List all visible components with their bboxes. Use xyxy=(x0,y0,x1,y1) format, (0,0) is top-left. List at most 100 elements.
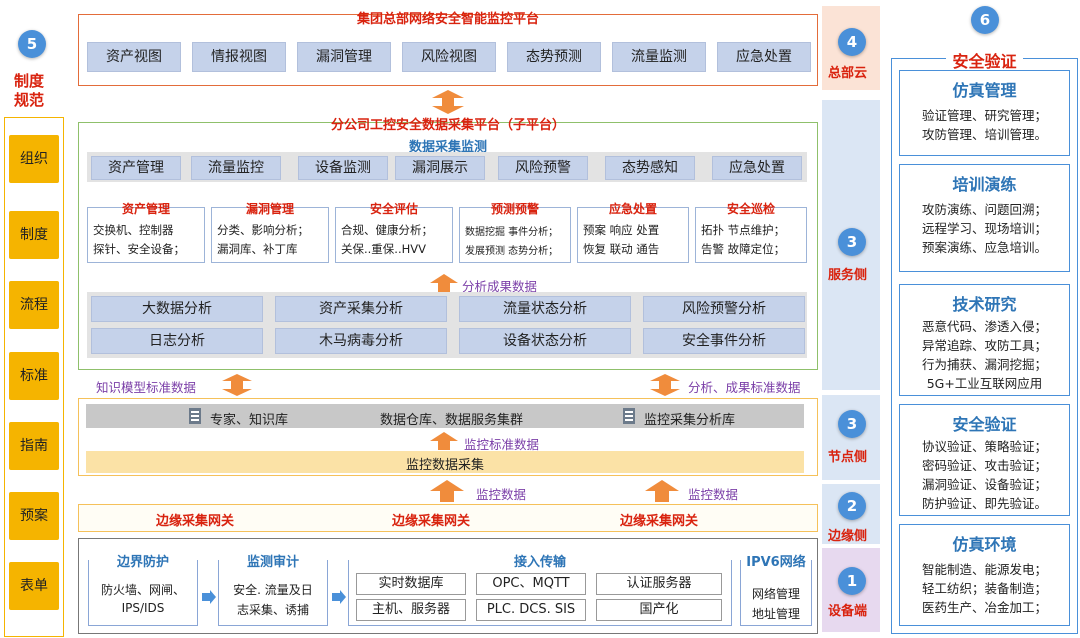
sub-emergency-title: 应急处置 xyxy=(608,202,657,216)
device-boundary-line1: 防火墙、网闸、 xyxy=(100,583,185,597)
device-ipv6-line2: 地址管理 xyxy=(751,607,800,621)
left-item-plan[interactable]: 预案 xyxy=(9,492,59,540)
hq-btn-intel-view[interactable]: 情报视图 xyxy=(192,42,286,72)
card-training-line3: 预案演练、应急培训。 xyxy=(921,240,1047,255)
left-item-guide[interactable]: 指南 xyxy=(9,422,59,470)
database-icon-right xyxy=(623,408,635,424)
branch-btn-emergency[interactable]: 应急处置 xyxy=(712,156,802,180)
card-sim-env-line2: 轻工纺织；装备制造； xyxy=(921,581,1047,596)
branch-btn-device[interactable]: 设备监测 xyxy=(298,156,388,180)
analysis-log[interactable]: 日志分析 xyxy=(91,328,263,354)
sub-vuln-mgmt-line2: 漏洞库、补丁库 xyxy=(217,242,298,256)
up-arrow-edge-2 xyxy=(645,480,679,502)
edge-gateway-3[interactable]: 边缘采集网关 xyxy=(620,514,699,529)
sub-security-eval-line1: 合规、健康分析； xyxy=(341,223,433,237)
access-opc-mqtt[interactable]: OPC、MQTT xyxy=(476,573,586,595)
circle-5: 5 xyxy=(18,30,46,58)
card-research-line4: 5G+工业互联网应用 xyxy=(926,376,1043,391)
sub-emergency-line2: 恢复 联动 通告 xyxy=(583,242,660,256)
node-right-label: 分析、成果标准数据 xyxy=(688,380,801,395)
circle-1: 1 xyxy=(838,567,866,595)
analysis-trojan[interactable]: 木马病毒分析 xyxy=(275,328,447,354)
card-verification: 安全验证 协议验证、策略验证； 密码验证、攻击验证； 漏洞验证、设备验证； 防护… xyxy=(899,404,1070,516)
left-item-system[interactable]: 制度 xyxy=(9,211,59,259)
double-arrow-hq-branch xyxy=(432,90,464,114)
node-bar-right: 监控采集分析库 xyxy=(644,413,736,428)
sub-forecast-line1: 数据挖掘 事件分析； xyxy=(465,227,559,238)
node-std-label: 监控标准数据 xyxy=(464,437,540,452)
result-label: 分析成果数据 xyxy=(462,279,538,294)
hq-btn-traffic[interactable]: 流量监测 xyxy=(612,42,706,72)
node-bar-left: 专家、知识库 xyxy=(210,413,289,428)
card-training-line2: 远程学习、现场培训； xyxy=(921,221,1047,236)
sub-emergency: 应急处置 预案 响应 处置 恢复 联动 通告 xyxy=(577,202,689,263)
analysis-event[interactable]: 安全事件分析 xyxy=(643,328,805,354)
analysis-risk[interactable]: 风险预警分析 xyxy=(643,296,805,322)
edge-arrow-label-1: 监控数据 xyxy=(476,487,527,502)
sub-emergency-line1: 预案 响应 处置 xyxy=(583,223,660,237)
card-research-line3: 行为捕获、漏洞挖掘； xyxy=(921,357,1047,372)
side-label-edge: 边缘侧 xyxy=(828,529,868,544)
device-access-title: 接入传输 xyxy=(349,551,731,570)
card-training-line1: 攻防演练、问题回溯； xyxy=(921,202,1047,217)
hq-btn-emergency[interactable]: 应急处置 xyxy=(717,42,811,72)
device-audit-line1: 安全. 流量及日 xyxy=(233,583,313,597)
hq-platform-box xyxy=(78,14,818,86)
left-item-process[interactable]: 流程 xyxy=(9,281,59,329)
hq-btn-situation[interactable]: 态势预测 xyxy=(507,42,601,72)
up-arrow-edge-1 xyxy=(430,480,464,502)
left-title-line2: 规范 xyxy=(14,91,45,109)
edge-gateway-1[interactable]: 边缘采集网关 xyxy=(156,514,235,529)
side-label-device: 设备端 xyxy=(828,604,868,619)
left-item-org[interactable]: 组织 xyxy=(9,135,59,183)
side-label-node: 节点侧 xyxy=(828,450,868,465)
branch-btn-risk[interactable]: 风险预警 xyxy=(498,156,588,180)
hq-btn-vuln-mgmt[interactable]: 漏洞管理 xyxy=(297,42,391,72)
device-audit-box: 监测审计 安全. 流量及日 志采集、诱捕 xyxy=(218,551,328,626)
sub-forecast-title: 预测预警 xyxy=(490,202,539,216)
node-left-label: 知识模型标准数据 xyxy=(96,380,197,395)
double-arrow-right xyxy=(650,374,680,396)
branch-btn-situation[interactable]: 态势感知 xyxy=(605,156,695,180)
device-boundary-title: 边界防护 xyxy=(89,551,197,570)
analysis-traffic[interactable]: 流量状态分析 xyxy=(459,296,631,322)
hq-btn-asset-view[interactable]: 资产视图 xyxy=(87,42,181,72)
analysis-bigdata[interactable]: 大数据分析 xyxy=(91,296,263,322)
sub-inspection-title: 安全巡检 xyxy=(726,202,775,216)
circle-3a: 3 xyxy=(838,228,866,256)
access-host-server[interactable]: 主机、服务器 xyxy=(356,599,466,621)
card-sim-env-line3: 医药生产、冶金加工； xyxy=(921,600,1047,615)
access-domestic[interactable]: 国产化 xyxy=(596,599,722,621)
analysis-asset[interactable]: 资产采集分析 xyxy=(275,296,447,322)
branch-btn-traffic[interactable]: 流量监控 xyxy=(191,156,281,180)
branch-btn-vuln[interactable]: 漏洞展示 xyxy=(395,156,485,180)
analysis-device[interactable]: 设备状态分析 xyxy=(459,328,631,354)
access-realtime-db[interactable]: 实时数据库 xyxy=(356,573,466,595)
access-plc-dcs-sis[interactable]: PLC. DCS. SIS xyxy=(476,599,586,621)
hq-btn-risk-view[interactable]: 风险视图 xyxy=(402,42,496,72)
card-research-line2: 异常追踪、攻防工具； xyxy=(921,338,1047,353)
device-audit-line2: 志采集、诱捕 xyxy=(236,603,309,617)
left-title-line1: 制度 xyxy=(14,72,45,90)
sub-security-eval-line2: 关保..重保..HVV xyxy=(341,242,427,256)
card-research-line1: 恶意代码、渗透入侵； xyxy=(921,319,1047,334)
circle-3b: 3 xyxy=(838,410,866,438)
right-arrow-1 xyxy=(202,590,216,604)
sub-inspection: 安全巡检 拓扑 节点维护； 告警 故障定位； xyxy=(695,202,807,263)
access-auth-server[interactable]: 认证服务器 xyxy=(596,573,722,595)
sub-forecast-line2: 发展预测 态势分析； xyxy=(465,246,559,257)
node-collect-bar xyxy=(86,451,804,473)
branch-btn-asset[interactable]: 资产管理 xyxy=(91,156,181,180)
sub-vuln-mgmt-line1: 分类、影响分析； xyxy=(217,223,309,237)
card-sim-mgmt-title: 仿真管理 xyxy=(952,81,1017,100)
node-collect-text: 监控数据采集 xyxy=(405,458,484,473)
left-item-form[interactable]: 表单 xyxy=(9,562,59,610)
sub-asset-mgmt-title: 资产管理 xyxy=(121,202,170,216)
device-boundary-line2: IPS/IDS xyxy=(121,601,165,615)
up-arrow-result xyxy=(430,274,458,292)
sub-vuln-mgmt-title: 漏洞管理 xyxy=(245,202,294,216)
branch-platform-box xyxy=(78,122,818,370)
left-item-standard[interactable]: 标准 xyxy=(9,352,59,400)
card-verification-title: 安全验证 xyxy=(952,415,1017,434)
edge-gateway-2[interactable]: 边缘采集网关 xyxy=(392,514,471,529)
